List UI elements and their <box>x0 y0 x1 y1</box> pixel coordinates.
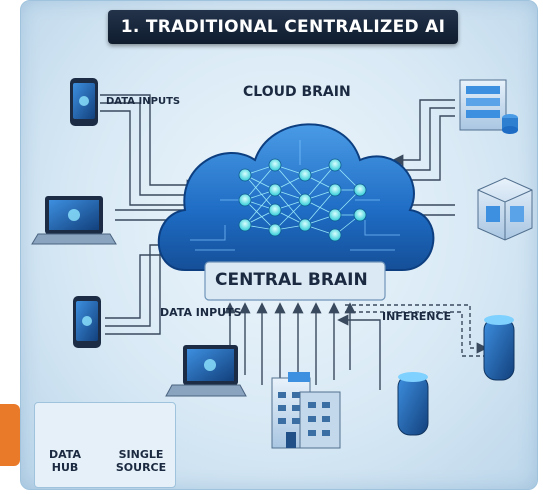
diagram-title: 1. TRADITIONAL CENTRALIZED AI <box>108 10 458 44</box>
inference-arrow-2 <box>345 311 485 357</box>
legend-data-hub-label: DATA HUB <box>49 448 81 474</box>
device-cube-icon <box>477 177 533 241</box>
legend-single-source-label: SINGLE SOURCE <box>115 448 167 474</box>
server-icon <box>459 79 518 134</box>
inference-label: INFERENCE <box>382 310 452 323</box>
smartphone-icon-2 <box>73 296 101 348</box>
inference-arrow <box>345 304 488 354</box>
data-inputs-label-top: DATA INPUTS <box>106 96 181 107</box>
building-icon <box>271 372 341 449</box>
input-arrows-bottom <box>224 302 381 390</box>
smartphone-icon <box>70 78 98 126</box>
smart-speaker-icon-2 <box>483 315 515 381</box>
cloud-brain-label: CLOUD BRAIN <box>243 84 351 100</box>
central-brain-label: CENTRAL BRAIN <box>215 270 368 290</box>
laptop-icon <box>31 196 117 245</box>
smart-speaker-icon <box>397 372 429 436</box>
accent-tab <box>0 404 20 466</box>
neural-nodes <box>238 158 367 242</box>
legend-box <box>34 402 176 488</box>
data-inputs-label-bottom: DATA INPUTS <box>160 306 242 319</box>
laptop-icon-2 <box>165 345 247 397</box>
central-brain-plate <box>204 261 386 301</box>
